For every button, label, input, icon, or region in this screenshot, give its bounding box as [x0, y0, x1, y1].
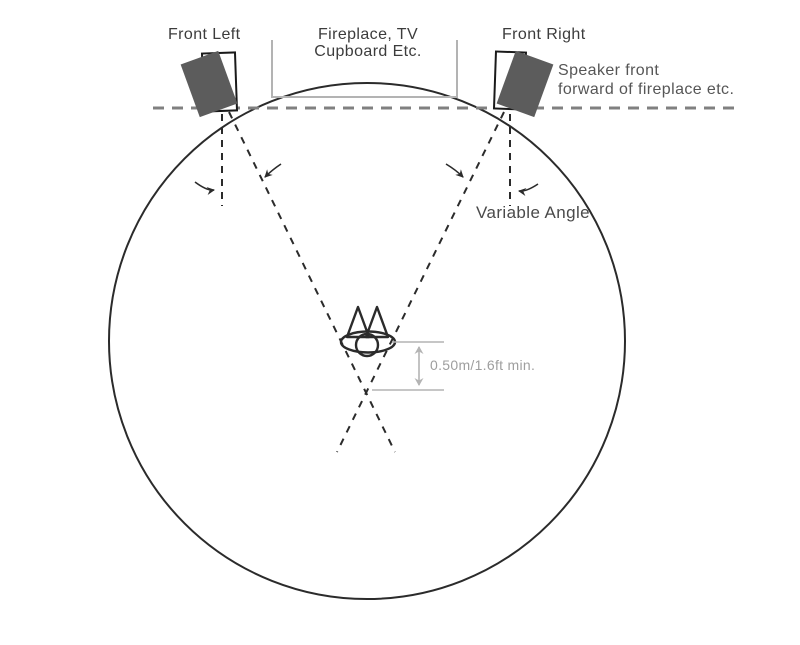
listener-icon [339, 305, 397, 358]
fireplace-outline [271, 40, 458, 98]
front-right-speaker-icon [492, 50, 554, 118]
speaker-front-note-line2: forward of fireplace etc. [558, 81, 735, 98]
right-speaker-toe-in-dashed-line [336, 111, 505, 453]
speaker-front-note: Speaker front forward of fireplace etc. [558, 61, 734, 99]
fireplace-label-line2: Cupboard Etc. [314, 43, 422, 60]
variable-angle-label: Variable Angle [476, 203, 590, 222]
speaker-front-note-line1: Speaker front [558, 62, 660, 79]
min-distance-label: 0.50m/1.6ft min. [430, 357, 536, 373]
distance-measure-icon [372, 341, 444, 391]
front-left-label: Front Left [168, 26, 241, 43]
variable-angle-arrows-icon [194, 163, 539, 196]
fireplace-label-line1: Fireplace, TV [317, 26, 419, 43]
front-right-label: Front Right [502, 26, 586, 43]
left-speaker-toe-in-dashed-line [228, 111, 396, 453]
fireplace-label: Fireplace, TV Cupboard Etc. [288, 26, 448, 60]
front-left-speaker-icon [180, 50, 239, 118]
room-circle [108, 82, 626, 600]
